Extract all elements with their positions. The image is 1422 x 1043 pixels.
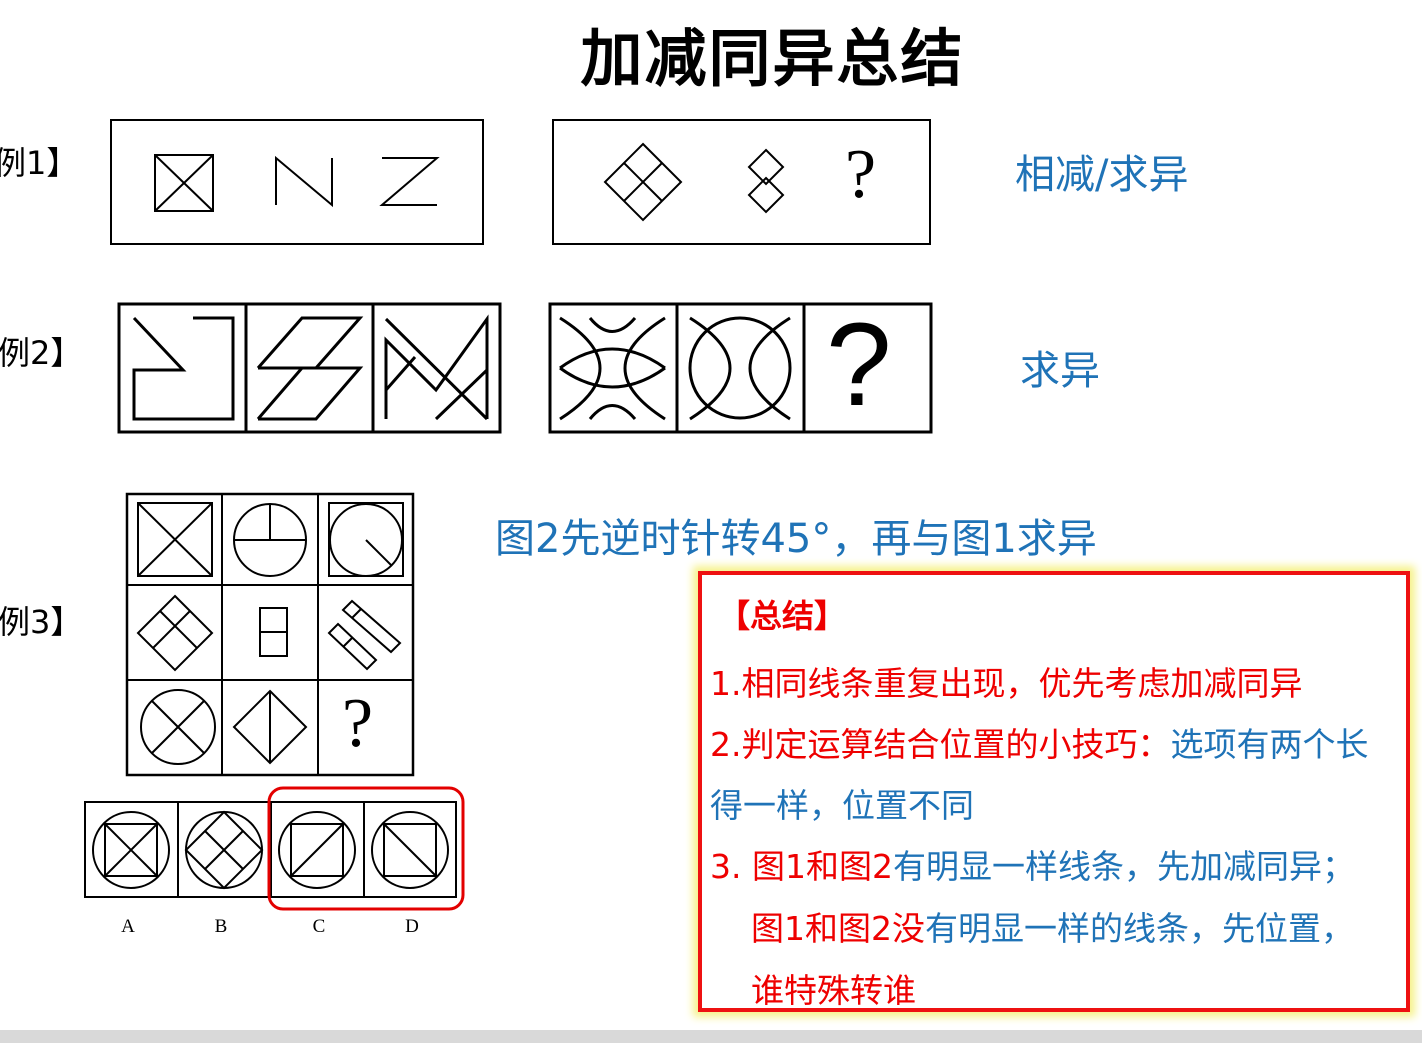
diamond-grid-figure [603,142,683,222]
question-mark-1: ? [845,136,877,213]
option-c-figure [278,811,356,889]
example-1-label: 例1】 [0,144,79,182]
example-2-panel-5 [688,316,792,421]
grid-cell-1-2 [233,503,307,577]
example-3-note: 图2先逆时针转45°，再与图1求异 [495,516,1097,562]
example-1-frame-right [552,119,931,245]
answer-highlight-box [267,786,465,911]
summary-line-2-blue: 选项有两个长 [1170,725,1369,764]
question-mark-3: ? [342,685,374,762]
grid-cell-1-3 [328,502,404,577]
summary-line-5: 图1和图2没有明显一样的线条，先位置， [751,902,1354,950]
summary-line-3: 得一样，位置不同 [710,786,974,825]
summary-line-2: 2.判定运算结合位置的小技巧：选项有两个长 [710,718,1369,766]
option-b-label: B [214,916,228,937]
summary-heading: 【总结】 [718,597,847,635]
grid-cell-2-1 [136,594,214,672]
grid-cell-1-1 [137,502,213,577]
example-1-frame-left [110,119,484,245]
example-3-label: 例3】 [0,603,83,641]
summary-line-1: 1.相同线条重复出现，优先考虑加减同异 [710,664,1303,703]
summary-box: 【总结】 1.相同线条重复出现，优先考虑加减同异 2.判定运算结合位置的小技巧：… [698,571,1410,1012]
grid-cell-3-1 [140,689,216,765]
n-figure [275,155,333,208]
summary-line-5-blue: 有明显一样的线条，先位置， [925,909,1354,948]
option-a-label: A [121,916,135,937]
option-b-figure [184,810,264,890]
example-2-label: 例2】 [0,334,83,372]
option-a-figure [92,811,170,889]
question-mark-2: ? [826,299,892,431]
z-figure [379,157,440,206]
example-2-note: 求异 [1020,348,1100,394]
example-2-panel-3 [384,314,489,421]
grid-cell-2-2 [259,607,288,657]
square-x-figure [154,154,214,212]
grid-cell-2-3 [327,599,402,671]
summary-line-4-blue: 有明显一样线条，先加减同异； [892,847,1355,886]
example-2-panel-2 [256,316,364,421]
grid-cell-3-2 [232,689,308,765]
summary-line-4: 3. 图1和图2有明显一样线条，先加减同异； [710,840,1355,888]
double-diamond-figure [747,148,785,214]
example-2-panel-1 [132,316,235,421]
page-title: 加减同异总结 [580,22,965,95]
summary-line-4-red: 3. 图1和图2 [710,847,893,886]
summary-line-6: 谁特殊转谁 [751,971,916,1010]
summary-line-5-red: 图1和图2没 [751,909,925,948]
example-1-note: 相减/求异 [1015,152,1189,198]
example-2-panel-4 [559,316,666,421]
option-d-figure [371,811,449,889]
option-c-label: C [312,916,326,937]
summary-line-2-red: 2.判定运算结合位置的小技巧： [710,725,1171,764]
option-d-label: D [405,916,419,937]
bottom-bar [0,1030,1422,1043]
